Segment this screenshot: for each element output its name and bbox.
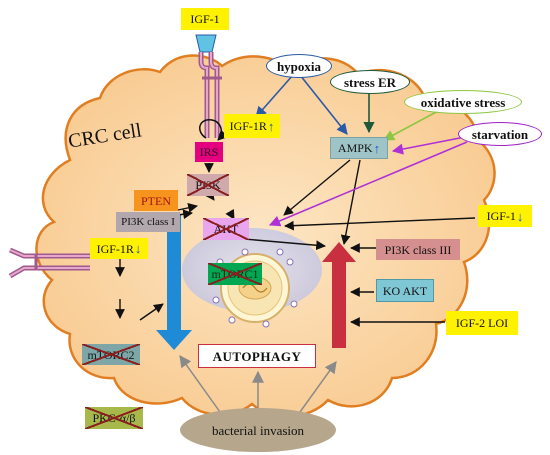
bacterial-arrows <box>179 355 337 413</box>
igf1r-down-label: IGF-1R <box>90 238 148 259</box>
receptor-left-icon <box>8 247 90 279</box>
igf2-loi-label: IGF-2 LOI <box>446 311 518 335</box>
stress-er-label: stress ER <box>330 70 410 94</box>
ko-akt-node: KO AKT <box>376 279 434 302</box>
starvation-arrow-b <box>268 141 468 227</box>
pi3k-node: PI3K <box>187 174 229 196</box>
mtorc1-node: mTORC1 <box>208 263 262 285</box>
oxidative-stress-label: oxidative stress <box>404 90 522 114</box>
igf1r-down-text: IGF-1R <box>96 241 134 256</box>
autophagy-inhibition-arrow <box>156 214 192 350</box>
pi3k-class3-node: PI3K class III <box>376 239 460 260</box>
mtorc2-node: mTORC2 <box>82 344 140 365</box>
circular-arrow-icon <box>199 119 229 141</box>
receptor-top-icon <box>195 34 222 138</box>
hypoxia-arrow-b <box>299 74 348 135</box>
pi3k-class1-node: PI3K class I <box>116 212 180 232</box>
autophagosome-icon <box>212 248 298 328</box>
akt-node: AKT <box>203 218 249 240</box>
autophagy-label: AUTOPHAGY <box>198 344 316 368</box>
ampk-text: AMPK <box>337 141 373 155</box>
igf1-down-text: IGF-1 <box>486 209 516 223</box>
igf1-down-label: IGF-1 <box>478 205 532 227</box>
igf1r-up-text: IGF-1R <box>229 119 267 133</box>
autophagy-induction-arrow <box>322 242 356 348</box>
bacterial-invasion-shape <box>180 408 336 452</box>
igf1r-up-label: IGF-1R <box>224 114 280 138</box>
bacterial-invasion-label: bacterial invasion <box>211 422 305 438</box>
signal-arrows <box>115 159 476 327</box>
ampk-node: AMPK <box>330 137 388 159</box>
pten-node: PTEN <box>134 190 178 211</box>
starvation-label: starvation <box>458 122 542 146</box>
hypoxia-arrow-a <box>255 74 294 118</box>
oxidative-arrow <box>383 109 441 141</box>
starvation-arrow-a <box>391 136 466 155</box>
irs-node: IRS <box>195 142 223 162</box>
igf1-top-label: IGF-1 <box>181 8 229 30</box>
pkc-node: PKC-α/β <box>85 407 143 429</box>
hypoxia-label: hypoxia <box>266 54 332 78</box>
